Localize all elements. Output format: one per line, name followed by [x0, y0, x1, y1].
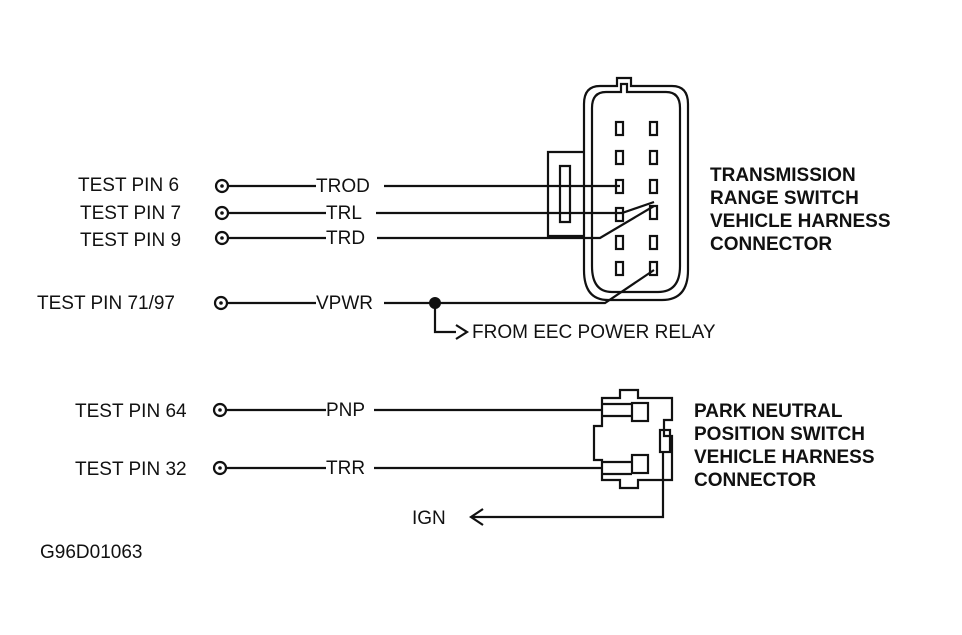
terminal-pin-7 [214, 205, 230, 221]
wire-label-pnp: PNP [326, 400, 365, 421]
figure-id: G96D01063 [40, 542, 142, 563]
wire-eec-branch [433, 303, 456, 334]
wire-trd [228, 205, 655, 240]
terminal-pin-71-97 [213, 295, 229, 311]
wire-label-trr: TRR [326, 458, 365, 479]
trs-connector-title: TRANSMISSION RANGE SWITCH VEHICLE HARNES… [710, 165, 891, 255]
note-eec-relay: FROM EEC POWER RELAY [472, 322, 716, 343]
trs-title-line-4: CONNECTOR [710, 234, 832, 255]
trs-title-line-2: RANGE SWITCH [710, 188, 859, 209]
terminal-pin-32 [212, 460, 228, 476]
test-pin-7-label: TEST PIN 7 [80, 203, 181, 224]
wire-ign [472, 452, 665, 519]
pnp-title-line-2: POSITION SWITCH [694, 424, 865, 445]
wire-vpwr [227, 269, 655, 305]
wire-label-trod: TROD [316, 176, 370, 197]
arrow-ign [469, 508, 484, 526]
wire-trl [228, 200, 655, 215]
terminal-pin-9 [214, 230, 230, 246]
test-pin-6-label: TEST PIN 6 [78, 175, 179, 196]
note-ign: IGN [412, 508, 446, 529]
wire-label-vpwr: VPWR [316, 293, 373, 314]
test-pin-32-label: TEST PIN 32 [75, 459, 187, 480]
splice-dot [429, 297, 441, 309]
terminal-pin-6 [214, 178, 230, 194]
wire-label-trd: TRD [326, 228, 365, 249]
pnp-title-line-3: VEHICLE HARNESS [694, 447, 875, 468]
pnp-connector [592, 388, 674, 490]
trs-connector [546, 76, 690, 302]
pnp-title-line-1: PARK NEUTRAL [694, 401, 843, 422]
test-pin-71-97-label: TEST PIN 71/97 [37, 293, 175, 314]
wire-label-trl: TRL [326, 203, 362, 224]
pnp-title-line-4: CONNECTOR [694, 470, 816, 491]
test-pin-9-label: TEST PIN 9 [80, 230, 181, 251]
test-pin-64-label: TEST PIN 64 [75, 401, 187, 422]
trs-title-line-1: TRANSMISSION [710, 165, 856, 186]
pnp-connector-title: PARK NEUTRAL POSITION SWITCH VEHICLE HAR… [694, 401, 875, 491]
terminal-pin-64 [212, 402, 228, 418]
arrow-eec-relay [455, 324, 470, 340]
trs-title-line-3: VEHICLE HARNESS [710, 211, 891, 232]
